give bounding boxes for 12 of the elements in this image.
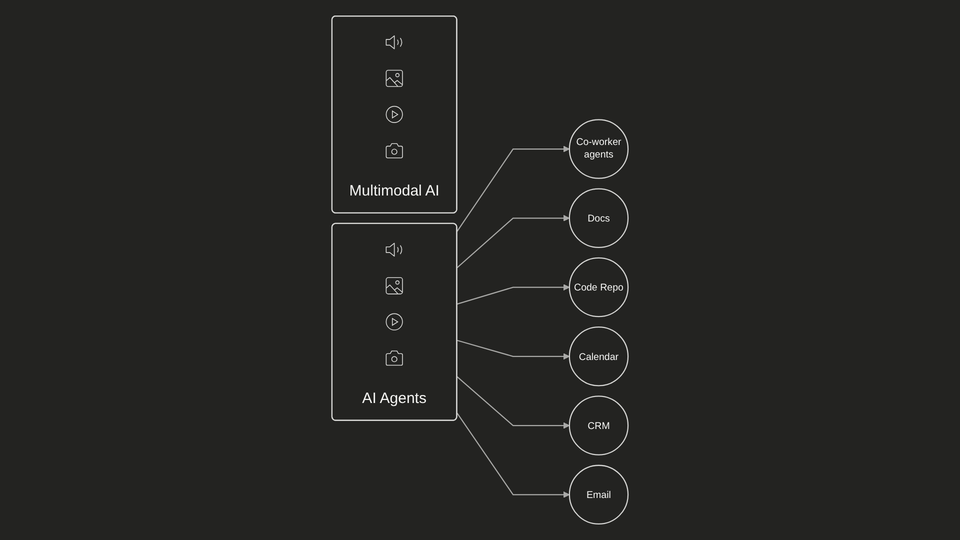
node-circle: Co-worker agents [568,119,629,179]
node-circle: CRM [568,396,629,456]
arrow [456,376,570,429]
arrow [456,214,570,268]
node-circle: Docs [568,188,629,248]
node-circle: Code Repo [568,257,629,318]
arrow [456,340,570,360]
arrow [456,146,570,232]
node-circle: Email [568,464,629,525]
node-circle: Calendar [568,326,629,386]
arrow [456,284,570,305]
arrow [456,412,570,498]
